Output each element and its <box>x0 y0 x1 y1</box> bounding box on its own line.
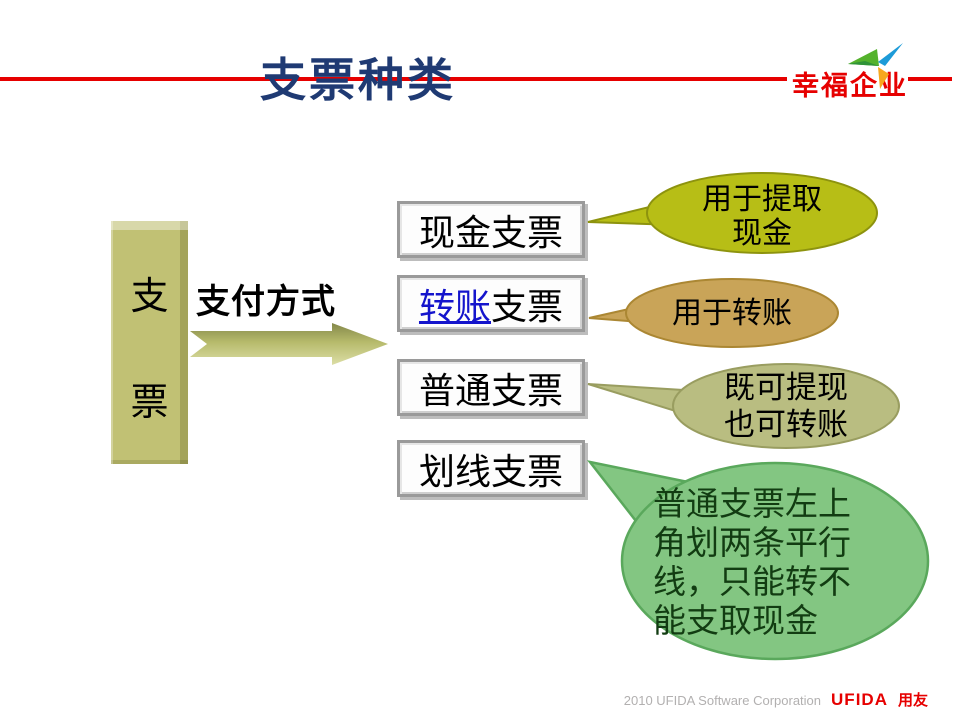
pinwheel-icon <box>848 43 903 89</box>
callout-ordinary-text: 既可提现 也可转账 <box>724 370 848 442</box>
callout-crossed-text: 普通支票左上 角划两条平行 线，只能转不 能支取现金 <box>653 487 851 640</box>
page-title: 支票种类 <box>260 54 456 106</box>
footer-copyright: 2010 UFIDA Software Corporation <box>623 693 822 708</box>
check-box-cash: 现金支票 <box>397 201 585 258</box>
header-rule-right <box>908 77 952 81</box>
footer-brand-yonyou: 用友 <box>897 692 928 709</box>
pinwheel-blue-petal-icon <box>878 43 903 66</box>
check-box-crossed-label: 划线支票 <box>418 451 563 492</box>
callout-cash-ellipse <box>646 172 878 254</box>
callout-transfer-text: 用于转账 <box>672 297 792 330</box>
pinwheel-orange-petal-icon <box>878 67 889 89</box>
callout-transfer-ellipse <box>625 278 839 348</box>
callout-crossed-bubble <box>586 460 930 661</box>
root-box-cheque: 支 票 <box>111 221 188 464</box>
transfer-hyperlink[interactable]: 转账 <box>418 286 491 327</box>
check-box-cash-label: 现金支票 <box>418 212 563 253</box>
arrow-label: 支付方式 <box>196 284 336 321</box>
root-box-char-1: 支 <box>130 276 169 318</box>
check-box-crossed: 划线支票 <box>397 440 585 497</box>
callout-ordinary-bubble <box>587 363 900 449</box>
callout-crossed-ellipse <box>620 461 930 661</box>
footer-brand-ufida: UFIDA <box>831 690 888 709</box>
header-rule-left <box>0 77 787 81</box>
callout-cash-bubble <box>587 172 878 254</box>
footer: 2010 UFIDA Software Corporation UFIDA 用友 <box>624 689 928 710</box>
root-box-char-2: 票 <box>130 382 169 424</box>
check-box-transfer-label: 支票 <box>491 286 564 327</box>
check-box-ordinary-label: 普通支票 <box>418 370 563 411</box>
check-box-ordinary: 普通支票 <box>397 359 585 416</box>
flow-arrow-shape <box>190 323 388 365</box>
pinwheel-green-petal-icon <box>848 49 879 66</box>
pinwheel-darkgreen-petal-icon <box>848 61 879 66</box>
flow-arrow <box>190 323 388 365</box>
callout-transfer-bubble <box>588 278 839 348</box>
check-box-transfer: 转账支票 <box>397 275 585 332</box>
callout-ordinary-ellipse <box>672 363 900 449</box>
callout-cash-text: 用于提取 现金 <box>702 183 822 250</box>
